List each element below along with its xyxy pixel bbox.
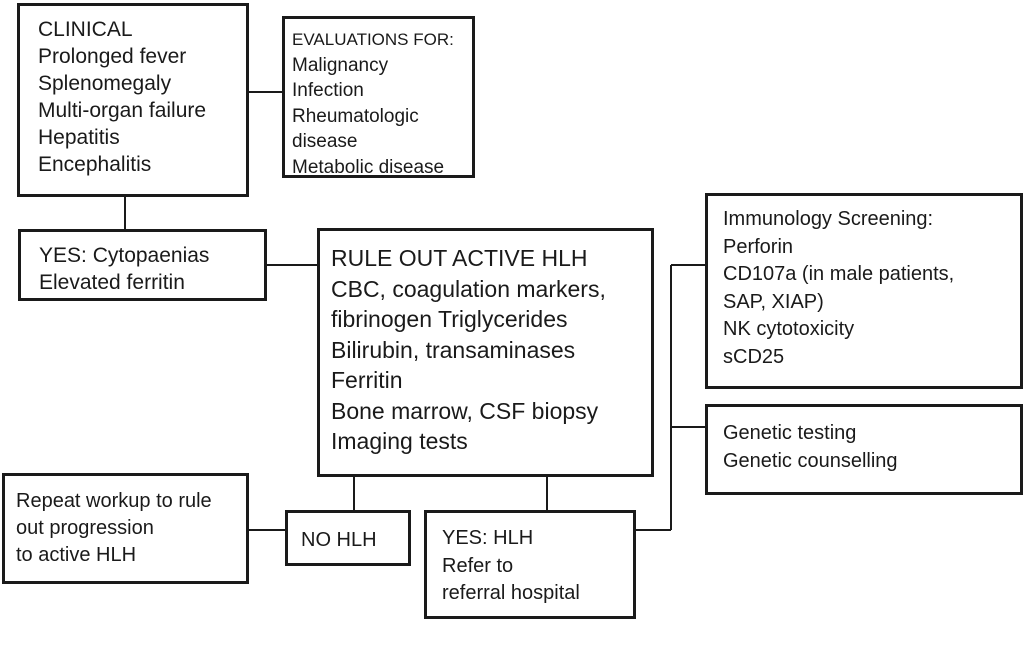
clinical-box: CLINICAL Prolonged fever Splenomegaly Mu… (17, 3, 249, 197)
repeat-workup-box: Repeat workup to rule out progression to… (2, 473, 249, 584)
immunology-item: CD107a (in male patients, (723, 263, 955, 285)
clinical-item: Encephalitis (38, 153, 152, 176)
immunology-box: Immunology Screening: Perforin CD107a (i… (705, 193, 1023, 389)
repeat-workup-item: out progression (16, 517, 154, 539)
rule-out-heading: RULE OUT ACTIVE HLH (331, 245, 588, 271)
rule-out-item: Ferritin (331, 367, 403, 393)
clinical-heading: CLINICAL (38, 18, 133, 41)
clinical-item: Hepatitis (38, 126, 120, 149)
immunology-item: NK cytotoxicity (723, 318, 855, 340)
cytopaenias-item: Elevated ferritin (39, 271, 185, 294)
no-hlh-item: NO HLH (301, 529, 377, 551)
evaluations-item: Infection (292, 80, 364, 101)
yes-hlh-item: referral hospital (442, 582, 580, 604)
evaluations-item: disease (292, 131, 358, 152)
genetic-item: Genetic testing (723, 422, 857, 444)
clinical-item: Splenomegaly (38, 72, 172, 95)
rule-out-box: RULE OUT ACTIVE HLH CBC, coagulation mar… (317, 228, 654, 477)
cytopaenias-item: YES: Cytopaenias (39, 244, 210, 267)
immunology-item: sCD25 (723, 345, 785, 368)
cytopaenias-box: YES: Cytopaenias Elevated ferritin (18, 229, 267, 301)
genetic-item: Genetic counselling (723, 450, 898, 472)
genetic-box: Genetic testing Genetic counselling (705, 404, 1023, 495)
repeat-workup-item: to active HLH (16, 544, 137, 566)
immunology-item: SAP, XIAP) (723, 290, 824, 313)
clinical-item: Multi-organ failure (38, 99, 207, 122)
yes-hlh-item: Refer to (442, 554, 514, 577)
clinical-item: Prolonged fever (38, 45, 187, 68)
repeat-workup-item: Repeat workup to rule (16, 490, 212, 512)
no-hlh-box: NO HLH (285, 510, 411, 566)
yes-hlh-item: YES: HLH (442, 527, 534, 549)
rule-out-item: Bone marrow, CSF biopsy (331, 397, 599, 424)
evaluations-item: Rheumatologic (292, 105, 419, 127)
evaluations-item: Malignancy (292, 54, 389, 76)
immunology-item: Perforin (723, 235, 794, 258)
yes-hlh-box: YES: HLH Refer to referral hospital (424, 510, 636, 619)
rule-out-item: fibrinogen Triglycerides (331, 306, 568, 332)
evaluations-heading: EVALUATIONS FOR: (292, 30, 454, 49)
immunology-heading: Immunology Screening: (723, 208, 934, 230)
rule-out-item: CBC, coagulation markers, (331, 275, 606, 302)
rule-out-item: Bilirubin, transaminases (331, 336, 576, 363)
evaluations-item: Metabolic disease (292, 156, 445, 178)
rule-out-item: Imaging tests (331, 428, 468, 454)
evaluations-box: EVALUATIONS FOR: Malignancy Infection Rh… (282, 16, 475, 178)
